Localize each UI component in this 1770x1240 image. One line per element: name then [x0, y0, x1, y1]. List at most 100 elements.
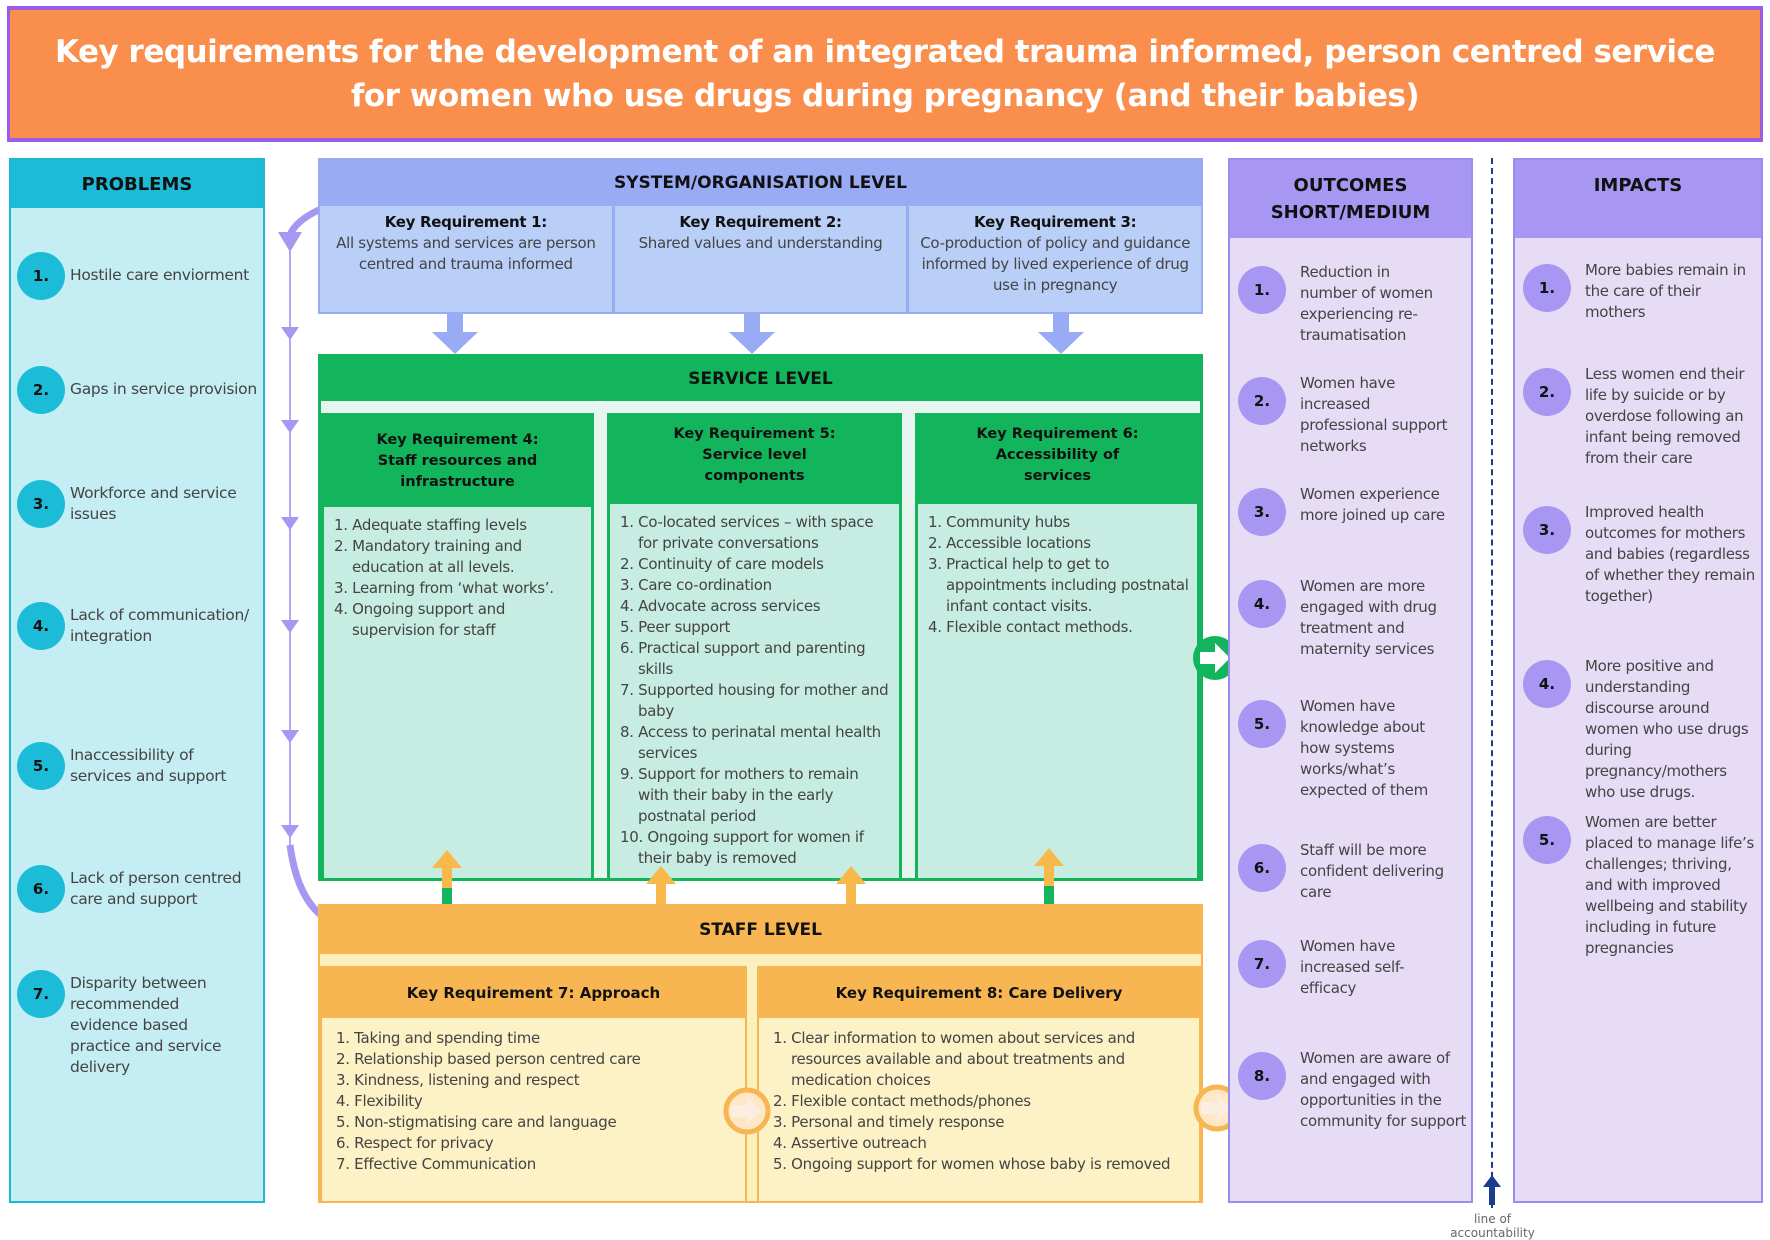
list-item: 10. Ongoing support for women if their b… — [620, 828, 864, 867]
outcome-item: 7. Women have increased self-efficacy — [1230, 936, 1470, 999]
number-badge: 3. — [1238, 488, 1286, 536]
outcome-item: 4.Women are more engaged with drug treat… — [1230, 576, 1470, 660]
list-item: 3. Practical help to get to appointments… — [928, 555, 1189, 615]
arrow-head-icon — [281, 327, 299, 340]
problem-item: 3. Workforce and service issues — [11, 480, 267, 528]
outcome-text: Staff will be more confident delivering … — [1300, 841, 1444, 901]
impact-text: Improved health outcomes for mothers and… — [1585, 503, 1755, 605]
number-badge: 6. — [1238, 844, 1286, 892]
list-item: 7. Supported housing for mother and baby — [620, 681, 889, 720]
number-badge: 5. — [1523, 816, 1571, 864]
number-badge: 3. — [17, 480, 65, 528]
list-item: 1. Community hubs — [928, 513, 1070, 531]
down-arrow-icon — [1038, 314, 1084, 354]
list-item: 5. Peer support — [620, 618, 731, 636]
problem-item: 1. Hostile care enviorment — [11, 252, 267, 300]
list-item: 7. Effective Communication — [336, 1155, 536, 1173]
outcomes-panel: OUTCOMES SHORT/MEDIUM 1.Reduction in num… — [1228, 158, 1473, 1203]
requirement-title: Key Requirement 8: Care Delivery — [759, 968, 1199, 1018]
impact-item: 3. Improved health outcomes for mothers a… — [1515, 502, 1760, 607]
problem-item: 6. Lack of person centred care and suppo… — [11, 865, 267, 913]
impact-item: 4.More positive and understanding discou… — [1515, 656, 1760, 803]
arrow-head-icon — [281, 730, 299, 743]
requirement-list: 1. Adequate staffing levels 2. Mandatory… — [324, 507, 591, 641]
down-arrow-icon — [432, 314, 478, 354]
outcome-item: 2.Women have increased professional supp… — [1230, 373, 1470, 457]
outcome-text: Women have increased self-efficacy — [1300, 937, 1405, 997]
staff-level-panel: STAFF LEVEL Key Requirement 7: Approach … — [318, 904, 1203, 1203]
line-of-accountability — [1491, 158, 1493, 1208]
outcome-item: 1.Reduction in number of women experienc… — [1230, 262, 1470, 346]
list-item: 4. Ongoing support and supervision for s… — [334, 600, 506, 639]
key-requirement-8: Key Requirement 8: Care Delivery 1. Clea… — [757, 966, 1201, 1201]
list-item: 4. Assertive outreach — [773, 1134, 927, 1152]
list-item: 1. Adequate staffing levels — [334, 516, 527, 534]
impact-text: Less women end their life by suicide or … — [1585, 365, 1745, 467]
arrow-head-icon — [281, 620, 299, 633]
impact-item: 5.Women are better placed to manage life… — [1515, 812, 1760, 959]
problems-header: PROBLEMS — [11, 160, 263, 208]
key-requirement-7: Key Requirement 7: Approach 1. Taking an… — [320, 966, 747, 1201]
list-item: 5. Non-stigmatising care and language — [336, 1113, 617, 1131]
list-item: 4. Advocate across services — [620, 597, 821, 615]
staff-level-header: STAFF LEVEL — [320, 906, 1201, 954]
system-level-panel: SYSTEM/ORGANISATION LEVEL Key Requiremen… — [318, 158, 1203, 314]
requirement-list: 1. Community hubs 2. Accessible location… — [918, 504, 1197, 638]
number-badge: 3. — [1523, 506, 1571, 554]
list-item: 1. Clear information to women about serv… — [773, 1029, 1135, 1089]
number-badge: 6. — [17, 865, 65, 913]
list-item: 2. Accessible locations — [928, 534, 1091, 552]
list-item: 2. Relationship based person centred car… — [336, 1050, 641, 1068]
impact-text: More babies remain in the care of their … — [1585, 261, 1746, 321]
number-badge: 2. — [17, 366, 65, 414]
problem-item: 5. Inaccessibility of services and suppo… — [11, 742, 267, 790]
problem-text: Lack of communication/ integration — [70, 606, 249, 645]
list-item: 4. Flexible contact methods. — [928, 618, 1133, 636]
requirement-title: Key Requirement 2: — [679, 213, 842, 231]
list-item: 1. Taking and spending time — [336, 1029, 540, 1047]
problem-text: Workforce and service issues — [70, 484, 237, 523]
title-line-2: for women who use drugs during pregnancy… — [350, 78, 1420, 114]
problem-item: 4. Lack of communication/ integration — [11, 602, 267, 650]
down-arrow-icon — [729, 314, 775, 354]
outcome-text: Women experience more joined up care — [1300, 485, 1445, 524]
title-banner: Key requirements for the development of … — [7, 6, 1763, 142]
list-item: 2. Mandatory training and education at a… — [334, 537, 522, 576]
outcome-text: Reduction in number of women experiencin… — [1300, 263, 1433, 344]
problem-text: Hostile care enviorment — [70, 266, 249, 284]
number-badge: 7. — [1238, 940, 1286, 988]
number-badge: 2. — [1523, 368, 1571, 416]
up-arrow-icon — [1483, 1175, 1501, 1205]
list-item: 2. Continuity of care models — [620, 555, 824, 573]
key-requirement-4: Key Requirement 4: Staff resources and i… — [321, 413, 594, 878]
list-item: 6. Respect for privacy — [336, 1134, 494, 1152]
requirement-title: Key Requirement 4: Staff resources and i… — [324, 416, 591, 507]
outcome-text: Women have knowledge about how systems w… — [1300, 697, 1428, 799]
problem-text: Inaccessibility of services and support — [70, 746, 227, 785]
requirement-title: Key Requirement 7: Approach — [322, 968, 745, 1018]
requirement-text: Shared values and understanding — [638, 234, 883, 252]
service-level-header: SERVICE LEVEL — [321, 357, 1200, 401]
accountability-label: line of accountability — [1450, 1212, 1535, 1240]
number-badge: 2. — [1238, 377, 1286, 425]
key-requirement-5: Key Requirement 5: Service level compone… — [607, 413, 902, 878]
outcomes-header: OUTCOMES SHORT/MEDIUM — [1230, 160, 1471, 238]
number-badge: 5. — [1238, 700, 1286, 748]
number-badge: 4. — [1238, 580, 1286, 628]
key-requirement-6: Key Requirement 6: Accessibility of serv… — [915, 413, 1200, 878]
problems-panel: PROBLEMS 1. Hostile care enviorment 2. G… — [9, 158, 265, 1203]
list-item: 3. Care co-ordination — [620, 576, 772, 594]
number-badge: 1. — [1523, 264, 1571, 312]
list-item: 4. Flexibility — [336, 1092, 423, 1110]
list-item: 6. Practical support and parenting skill… — [620, 639, 866, 678]
impacts-panel: IMPACTS 1.More babies remain in the care… — [1513, 158, 1763, 1203]
title-line-1: Key requirements for the development of … — [55, 34, 1715, 70]
system-level-header: SYSTEM/ORGANISATION LEVEL — [320, 160, 1201, 206]
number-badge: 4. — [1523, 660, 1571, 708]
right-arrow-circle-icon — [1193, 636, 1237, 680]
requirement-title: Key Requirement 6: Accessibility of serv… — [918, 416, 1197, 504]
list-item: 3. Kindness, listening and respect — [336, 1071, 580, 1089]
arrow-head-icon — [278, 232, 302, 252]
requirement-title: Key Requirement 1: — [384, 213, 548, 231]
problem-text: Disparity between recommended evidence b… — [70, 974, 222, 1076]
